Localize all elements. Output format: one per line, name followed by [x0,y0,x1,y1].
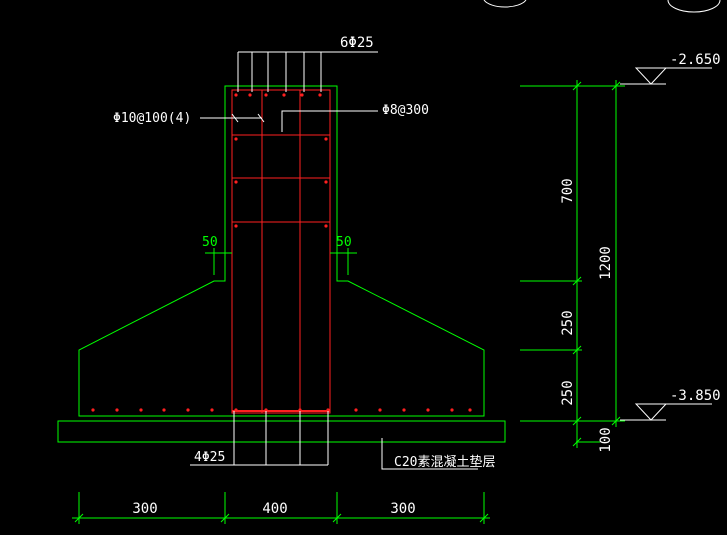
rebar-dot [378,408,382,412]
stirrup-tie-label: Φ8@300 [382,103,429,118]
rebar-dot [318,93,322,97]
column-bar-leaders [190,51,478,470]
bedding-leader [381,438,478,470]
cover-left-label: 50 [202,235,218,250]
column-stirrup [231,89,331,414]
bottom-bars-label: 4Φ25 [194,450,225,465]
rebar-cage [231,89,331,414]
dim-1200: 1200 [598,246,614,280]
rebar-dot [186,408,190,412]
rebar-dot [115,408,119,412]
elevation-bottom-label: -3.850 [670,388,721,404]
stirrup-tie-leader [281,110,378,132]
rebar-dot [234,137,238,141]
cover-right-label: 50 [336,235,352,250]
rebar-dot [264,93,268,97]
elevation-markers [620,67,712,421]
rebar-dot [91,408,95,412]
dim-250-upper: 250 [560,310,576,335]
rebar-dot [248,93,252,97]
rebar-dot [139,408,143,412]
rebar-dot [162,408,166,412]
elevation-top-label: -2.650 [670,52,721,68]
foundation-outline [57,85,506,443]
bedding-layer [57,420,506,443]
rebar-dots [91,93,472,412]
rebar-dot [402,408,406,412]
rebar-dot [264,408,268,412]
column-bars-label: 6Φ25 [340,35,374,51]
dim-700: 700 [560,178,576,203]
dim-h-300-left: 300 [132,501,157,517]
rebar-dot [426,408,430,412]
elevation-top-symbol [634,67,668,85]
rebar-dot [354,408,358,412]
horizontal-dimension-chain [72,492,490,524]
rebar-dot [234,180,238,184]
dim-100: 100 [598,427,614,452]
dim-250-lower: 250 [560,380,576,405]
rebar-dot [468,408,472,412]
elevation-bottom-symbol [634,403,668,421]
stirrup-main-label: Φ10@100(4) [113,111,191,126]
column-and-footing-outline [78,85,485,417]
rebar-dot [450,408,454,412]
rebar-dot [282,93,286,97]
rebar-dot [326,408,330,412]
rebar-dot [234,408,238,412]
rebar-dot [210,408,214,412]
rebar-dot [234,93,238,97]
rebar-dot [324,224,328,228]
rebar-dot [234,224,238,228]
dim-h-300-right: 300 [390,501,415,517]
rebar-dot [324,137,328,141]
vertical-dimension-chain [520,80,625,448]
rebar-dot [300,93,304,97]
bedding-label: C20素混凝土垫层 [394,454,495,470]
rebar-dot [324,180,328,184]
top-right-arcs [483,0,721,13]
rebar-dot [298,408,302,412]
dim-h-400: 400 [262,501,287,517]
cover-dimensions [205,248,357,275]
